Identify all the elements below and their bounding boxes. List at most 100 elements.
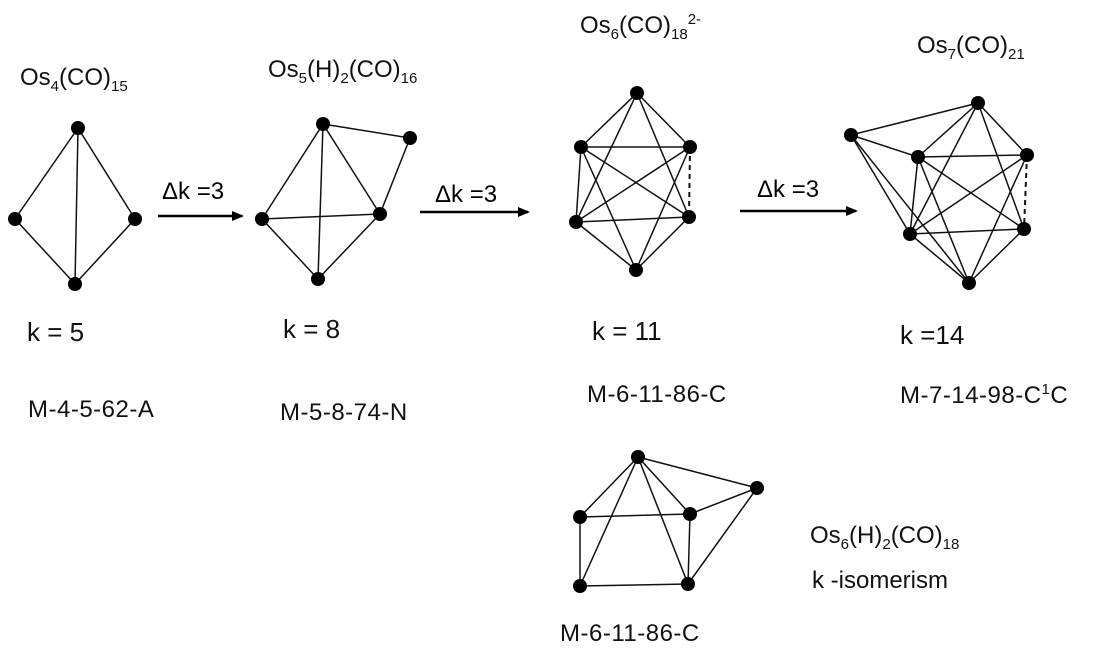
- os-atom-node: [1020, 148, 1034, 162]
- os-atom-node: [683, 507, 697, 521]
- bond-edge: [909, 228, 1025, 235]
- bond-edge: [575, 146, 582, 223]
- k-value-label: k = 5: [27, 317, 85, 347]
- bond-edge: [687, 487, 758, 585]
- cluster-os4-graph-atoms: [8, 121, 142, 291]
- bond-edge: [687, 513, 691, 585]
- bond-edge: [261, 218, 319, 280]
- bond-edge: [850, 134, 919, 158]
- os-atom-node: [682, 210, 696, 224]
- k-value-label: k = 11: [592, 316, 662, 346]
- k-value-label: k =14: [900, 320, 965, 350]
- cluster-os7-graph-atoms: [844, 96, 1034, 290]
- bond-edge: [968, 154, 1028, 284]
- bond-edge: [977, 102, 1025, 230]
- bond-edge: [977, 102, 1028, 156]
- cluster-os6-h2-graph-atoms: [573, 450, 764, 593]
- bond-edge: [689, 487, 758, 515]
- bond-edge: [637, 456, 691, 515]
- bond-edge: [261, 123, 324, 220]
- bond-edge: [636, 92, 690, 218]
- cluster-os6-h2-graph-edges: [579, 456, 758, 587]
- cluster-os7-graph-edges: [850, 102, 1028, 284]
- bond-edge: [74, 218, 136, 285]
- bond-edge: [575, 146, 691, 223]
- bond-edge: [579, 583, 689, 587]
- cluster-os5-graph-edges: [261, 123, 411, 280]
- delta-k-label: Δk =3: [757, 176, 820, 203]
- os-atom-node: [311, 272, 325, 286]
- os-atom-node: [573, 510, 587, 524]
- bond-edge: [575, 216, 690, 223]
- os-atom-node: [71, 121, 85, 135]
- cluster-code-label: M-6-11-86-C: [587, 381, 727, 408]
- cluster-formula-os5: Os5(H)2(CO)16: [268, 56, 418, 87]
- bond-edge: [909, 233, 970, 284]
- os-atom-node: [903, 227, 917, 241]
- bond-edge: [968, 228, 1025, 284]
- cluster-formula-os7: Os7(CO)21: [917, 32, 1025, 63]
- os-atom-node: [629, 263, 643, 277]
- bond-edge: [850, 102, 979, 136]
- bond-edge: [636, 92, 691, 148]
- os-atom-node: [255, 212, 269, 226]
- cluster-formula-os6: Os6(CO)182-: [580, 11, 702, 43]
- os-atom-node: [1017, 222, 1031, 236]
- bond-edge: [909, 156, 919, 235]
- os-atom-node: [68, 277, 82, 291]
- cluster-formula-os6-h2: Os6(H)2(CO)18: [810, 522, 960, 553]
- bond-edge: [637, 456, 689, 585]
- delta-k-label: Δk =3: [435, 181, 498, 208]
- cluster-formula-os4: Os4(CO)15: [20, 64, 128, 95]
- bond-edge: [14, 218, 76, 285]
- bond-edge: [261, 213, 381, 220]
- bond-edge: [580, 92, 638, 148]
- os-atom-node: [971, 96, 985, 110]
- bond-edge: [850, 134, 970, 284]
- cluster-code-label: M-6-11-86-C: [560, 620, 700, 647]
- bond-edge: [317, 213, 381, 280]
- os-atom-node: [573, 579, 587, 593]
- bond-edge: [917, 102, 979, 158]
- cluster-os5-graph-atoms: [255, 117, 417, 286]
- cluster-code-label: M-7-14-98-C1C: [900, 381, 1069, 409]
- os-atom-node: [574, 140, 588, 154]
- k-value-label: k = 8: [283, 314, 341, 344]
- os-atom-node: [630, 86, 644, 100]
- bond-edge: [579, 456, 639, 587]
- bond-edge: [575, 92, 638, 223]
- cluster-os4-graph-edges: [14, 127, 136, 285]
- os-atom-node: [569, 215, 583, 229]
- os-atom-node: [683, 140, 697, 154]
- isomerism-note: k -isomerism: [812, 567, 948, 594]
- bond-edge: [379, 137, 411, 215]
- bond-edge: [77, 127, 136, 220]
- bond-edge: [579, 513, 691, 518]
- os-atom-node: [750, 481, 764, 495]
- bond-edge: [637, 456, 758, 489]
- bond-edge: [909, 102, 979, 235]
- cluster-code-label: M-5-8-74-N: [280, 399, 408, 426]
- bond-edge: [909, 154, 1028, 235]
- delta-k-label: Δk =3: [162, 178, 225, 205]
- os-atom-node: [8, 212, 22, 226]
- os-atom-node: [911, 150, 925, 164]
- os-atom-node: [316, 117, 330, 131]
- bond-edge: [917, 156, 970, 284]
- bond-edge: [579, 456, 639, 518]
- bond-edge: [635, 216, 690, 271]
- cluster-os6-graph-edges: [575, 92, 691, 271]
- bond-edge: [580, 146, 690, 218]
- bond-edge: [580, 146, 637, 271]
- os-atom-node: [844, 128, 858, 142]
- os-atom-node: [962, 276, 976, 290]
- bond-edge: [322, 123, 381, 215]
- cluster-code-label: M-4-5-62-A: [28, 396, 155, 423]
- os-atom-node: [403, 131, 417, 145]
- bond-edge: [850, 134, 911, 235]
- os-atom-node: [128, 212, 142, 226]
- cluster-os6-graph-atoms: [569, 86, 697, 277]
- bond-edge: [635, 146, 691, 271]
